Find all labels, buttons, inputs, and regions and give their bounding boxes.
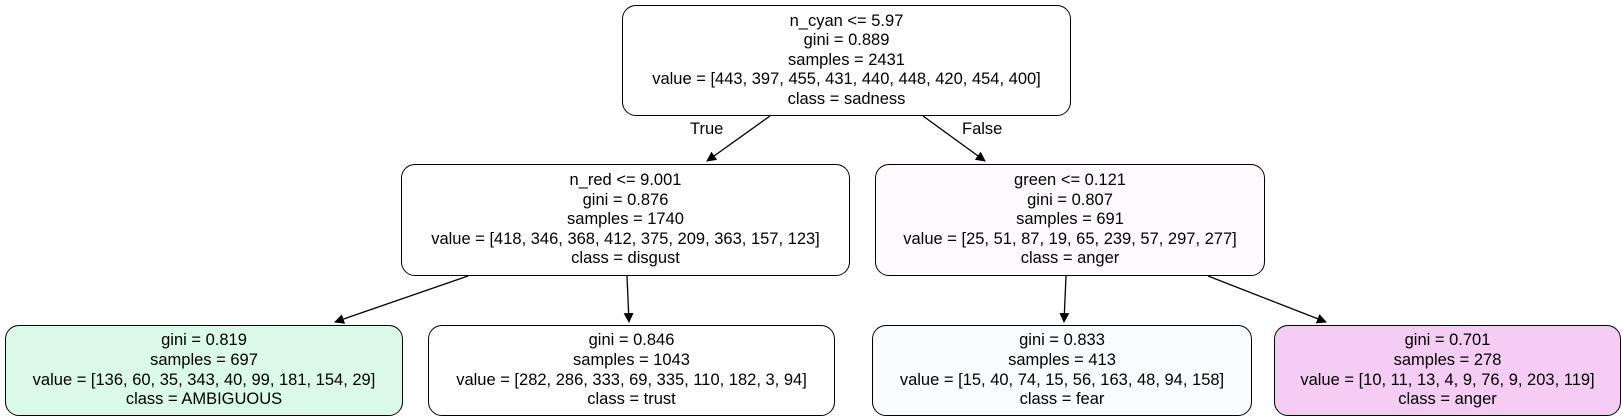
node-gini: gini = 0.819	[161, 331, 247, 350]
node-gini: gini = 0.833	[1019, 331, 1105, 350]
node-class: class = anger	[1020, 249, 1120, 268]
tree-leaf-4: gini = 0.701 samples = 278 value = [10, …	[1274, 325, 1621, 416]
node-class: class = anger	[1398, 390, 1497, 409]
edge-label-false: False	[962, 120, 1003, 138]
node-class: class = trust	[587, 390, 676, 409]
edge-label-true: True	[690, 120, 724, 138]
tree-leaf-1: gini = 0.819 samples = 697 value = [136,…	[5, 325, 403, 416]
node-split: green <= 0.121	[1014, 171, 1126, 190]
node-value: value = [443, 397, 455, 431, 440, 448, 4…	[652, 70, 1041, 89]
tree-node-root: n_cyan <= 5.97 gini = 0.889 samples = 24…	[622, 5, 1071, 116]
node-samples: samples = 1740	[567, 210, 684, 229]
node-samples: samples = 2431	[788, 50, 905, 69]
edge-right-leaf4	[1207, 275, 1327, 324]
node-class: class = disgust	[571, 249, 680, 268]
node-samples: samples = 413	[1008, 350, 1116, 369]
node-samples: samples = 1043	[573, 350, 690, 369]
node-samples: samples = 691	[1016, 210, 1124, 229]
node-samples: samples = 697	[150, 350, 258, 369]
edge-left-leaf1	[334, 275, 469, 324]
edge-right-leaf3	[1059, 275, 1070, 323]
node-split: n_red <= 9.001	[569, 171, 682, 190]
node-gini: gini = 0.846	[588, 331, 675, 350]
node-value: value = [136, 60, 35, 343, 40, 99, 181, …	[32, 370, 376, 389]
node-class: class = sadness	[787, 89, 906, 108]
edge-left-leaf2	[623, 275, 634, 323]
node-class: class = fear	[1019, 390, 1105, 409]
edge-root-right	[922, 115, 986, 162]
node-value: value = [418, 346, 368, 412, 375, 209, 3…	[431, 229, 820, 248]
tree-leaf-3: gini = 0.833 samples = 413 value = [15, …	[872, 325, 1252, 416]
node-value: value = [10, 11, 13, 4, 9, 76, 9, 203, 1…	[1300, 370, 1595, 389]
node-gini: gini = 0.701	[1404, 331, 1491, 350]
node-split: n_cyan <= 5.97	[789, 11, 904, 30]
node-value: value = [282, 286, 333, 69, 335, 110, 18…	[456, 370, 807, 389]
node-samples: samples = 278	[1393, 350, 1502, 369]
node-gini: gini = 0.807	[1027, 190, 1113, 209]
node-value: value = [25, 51, 87, 19, 65, 239, 57, 29…	[903, 229, 1237, 248]
node-gini: gini = 0.876	[582, 190, 669, 209]
node-value: value = [15, 40, 74, 15, 56, 163, 48, 94…	[899, 370, 1225, 389]
edge-root-left	[706, 115, 771, 162]
tree-leaf-2: gini = 0.846 samples = 1043 value = [282…	[428, 325, 835, 416]
node-gini: gini = 0.889	[803, 31, 890, 50]
tree-node-left: n_red <= 9.001 gini = 0.876 samples = 17…	[401, 164, 850, 276]
node-class: class = AMBIGUOUS	[125, 390, 283, 409]
tree-node-right: green <= 0.121 gini = 0.807 samples = 69…	[875, 164, 1265, 276]
